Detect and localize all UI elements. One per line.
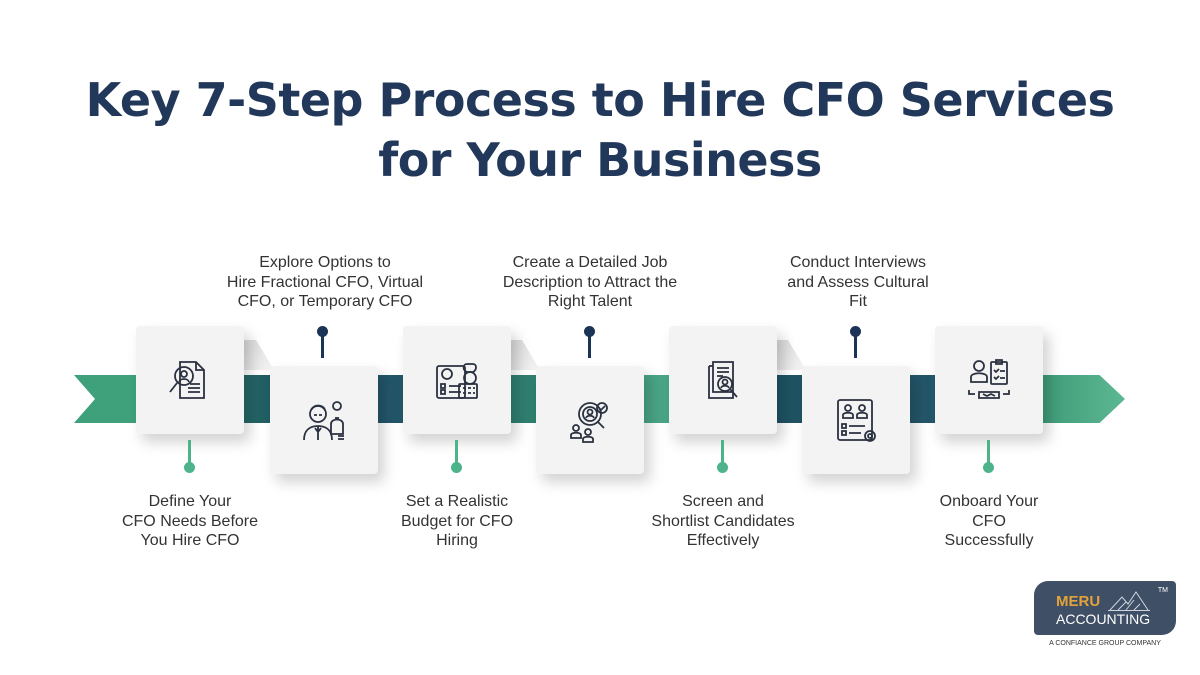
onboarding-handshake-icon [968, 359, 1010, 399]
step-5-pin-dot [717, 462, 728, 473]
step-3-pin-dot [451, 462, 462, 473]
depth-shadow [244, 340, 274, 370]
talent-search-icon [570, 402, 608, 443]
timeline-band-3 [510, 375, 540, 423]
budget-calculator-icon [436, 363, 478, 399]
logo-tagline: A CONFIANCE GROUP COMPANY [1049, 640, 1161, 647]
step-3-card [403, 326, 511, 434]
step-4-pin-dot [584, 326, 595, 337]
step-5-connector [721, 440, 724, 464]
page-title: Key 7-Step Process to Hire CFO Services … [0, 70, 1200, 190]
depth-shadow [776, 340, 806, 370]
mountain-icon [1108, 591, 1150, 611]
step-2-connector [321, 336, 324, 358]
logo-trademark: TM [1157, 587, 1168, 594]
step-4-connector [588, 336, 591, 358]
step-1-pin-dot [184, 462, 195, 473]
timeline-band-6 [908, 375, 938, 423]
step-4-card [536, 366, 644, 474]
logo-brand-bottom: ACCOUNTING [1056, 611, 1151, 627]
timeline-arrow-tail [74, 375, 144, 423]
timeline-band-5 [776, 375, 806, 423]
title-line-2: for Your Business [378, 133, 822, 187]
document-search-person-icon [169, 361, 205, 399]
step-2-pin-dot [317, 326, 328, 337]
step-6-connector [854, 336, 857, 358]
depth-shadow [510, 340, 540, 370]
step-6-pin-dot [850, 326, 861, 337]
logo-brand-top: MERU [1056, 593, 1101, 610]
timeline-arrow-head [1040, 375, 1125, 423]
interview-board-icon [837, 399, 876, 442]
step-1-connector [188, 440, 191, 464]
step-3-connector [455, 440, 458, 464]
step-5-card [669, 326, 777, 434]
step-7-card [935, 326, 1043, 434]
step-6-card [802, 366, 910, 474]
step-7-pin-dot [983, 462, 994, 473]
title-line-1: Key 7-Step Process to Hire CFO Services [85, 73, 1115, 127]
step-7-connector [987, 440, 990, 464]
timeline-band-4 [642, 375, 672, 423]
timeline-band-2 [376, 375, 406, 423]
meru-accounting-logo: MERU TM ACCOUNTING [1034, 581, 1176, 635]
step-2-card [270, 366, 378, 474]
businessman-money-bag-icon [303, 401, 344, 441]
resume-search-icon [708, 361, 738, 399]
step-1-card [136, 326, 244, 434]
